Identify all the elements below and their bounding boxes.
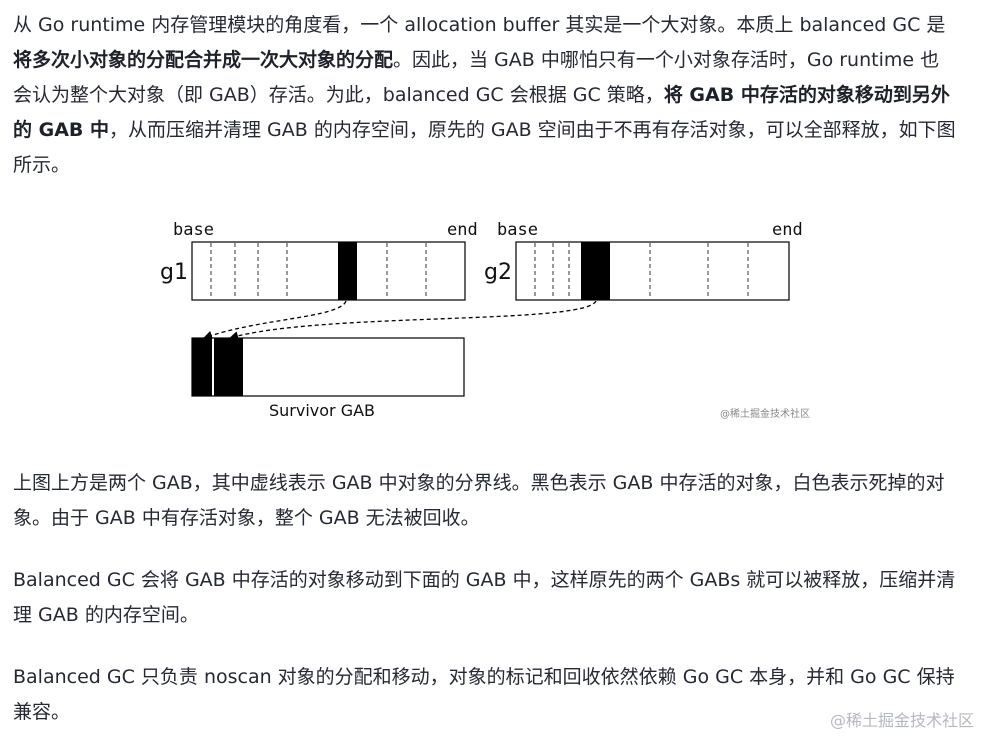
g2-live-object: [581, 242, 610, 300]
move-arrow-g1: [203, 300, 347, 340]
survivor-live-object-2: [214, 338, 243, 396]
survivor-gab: Survivor GAB: [191, 337, 465, 420]
g1-label: g1: [160, 260, 188, 285]
paragraph-text: 从 Go runtime 内存管理模块的角度看，一个 allocation bu…: [13, 14, 946, 36]
gab-g2: base end g2: [484, 220, 803, 301]
emphasis-text: 将多次小对象的分配合并成一次大对象的分配: [13, 49, 394, 71]
gab-g1: base end g1: [160, 220, 478, 301]
compatibility-paragraph: Balanced GC 只负责 noscan 对象的分配和移动，对象的标记和回收…: [13, 666, 955, 723]
image-watermark: @稀土掘金技术社区: [720, 407, 810, 420]
g1-end-label: end: [447, 220, 478, 240]
intro-paragraph: 从 Go runtime 内存管理模块的角度看，一个 allocation bu…: [13, 8, 958, 183]
g2-buffer: [515, 241, 790, 301]
g2-label: g2: [484, 260, 512, 285]
gab-compaction-diagram: base end g1 base end g2: [160, 220, 810, 420]
g1-base-label: base: [173, 220, 214, 240]
g2-base-label: base: [497, 220, 538, 240]
move-arrow-g2: [229, 300, 597, 341]
g2-end-label: end: [772, 220, 803, 240]
g1-buffer: [191, 241, 466, 301]
migration-paragraph: Balanced GC 会将 GAB 中存活的对象移动到下面的 GAB 中，这样…: [13, 569, 956, 626]
emphasis-text: 将 GAB 中存活的对象移动到另外的 GAB 中: [13, 84, 950, 141]
page-watermark: @稀土掘金技术社区: [829, 711, 974, 730]
survivor-live-object-1: [192, 338, 212, 396]
g1-live-object: [338, 242, 357, 300]
survivor-label: Survivor GAB: [269, 401, 375, 420]
paragraph-text: ，从而压缩并清理 GAB 的内存空间，原先的 GAB 空间由于不再有存活对象，可…: [13, 119, 956, 176]
paragraph-text: 。因此，当 GAB 中哪怕只有一个小对象存活时，Go runtime 也会认为整…: [13, 49, 940, 106]
explanation-paragraph: 上图上方是两个 GAB，其中虚线表示 GAB 中对象的分界线。黑色表示 GAB …: [13, 472, 945, 529]
